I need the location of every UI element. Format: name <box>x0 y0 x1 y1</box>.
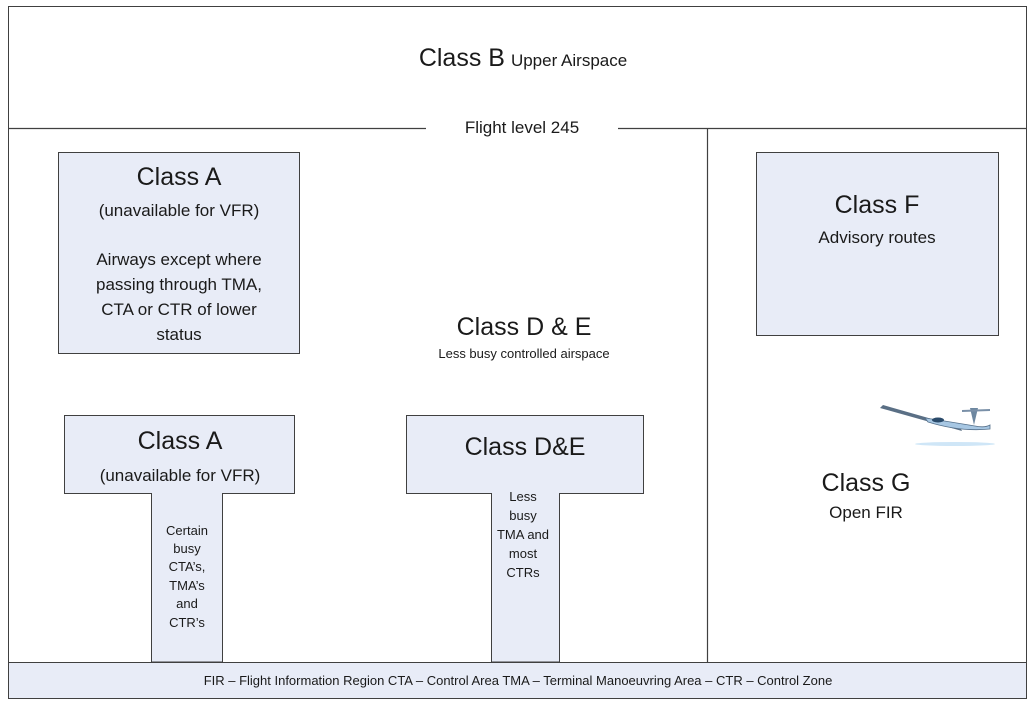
class-a-tma-ctr-desc-6: CTR’s <box>169 615 205 630</box>
class-g-subtitle: Open FIR <box>829 503 903 522</box>
class-g-title: Class G <box>822 469 911 497</box>
class-a-airways-shape <box>58 152 300 354</box>
class-a-tma-ctr-desc-4: TMA’s <box>169 578 205 593</box>
class-de-tma-ctr-title: Class D&E <box>465 433 586 461</box>
class-de-tma-ctr-desc-3: TMA and <box>497 527 549 542</box>
class-a-tma-ctr-title: Class A <box>138 427 223 455</box>
footer-legend-text: FIR – Flight Information Region CTA – Co… <box>204 673 833 688</box>
footer-legend-bar <box>8 662 1027 699</box>
class-a-airways-subtitle: (unavailable for VFR) <box>99 201 260 220</box>
class-a-airways-desc-2: passing through TMA, <box>96 275 262 294</box>
class-de-title: Class D & E <box>457 313 592 341</box>
class-de-tma-ctr-desc-1: Less <box>509 489 537 504</box>
class-de-tma-ctr-shape: Class D&E Less busy TMA and most CTRs <box>406 415 644 663</box>
class-a-tma-ctr-desc-5: and <box>176 596 198 611</box>
class-b-subtitle: Upper Airspace <box>511 51 627 70</box>
class-f-box: Class F Advisory routes <box>756 152 999 336</box>
glider-icon <box>880 405 995 446</box>
footer-legend: FIR – Flight Information Region CTA – Co… <box>8 662 1027 699</box>
class-f-title: Class F <box>835 191 920 219</box>
class-f-subtitle: Advisory routes <box>818 228 935 247</box>
class-a-airways-box: Class A (unavailable for VFR) Airways ex… <box>58 152 300 354</box>
class-de-tma-ctr-desc-5: CTRs <box>506 565 540 580</box>
class-de-controlled-airspace: Class D & E Less busy controlled airspac… <box>438 313 609 361</box>
class-a-tma-ctr-subtitle: (unavailable for VFR) <box>100 466 261 485</box>
class-b-upper-airspace: Class B Upper Airspace <box>419 44 627 72</box>
class-a-airways-desc-4: status <box>156 325 201 344</box>
class-a-tma-ctr-desc-1: Certain <box>166 523 208 538</box>
class-a-airways-desc-1: Airways except where <box>96 250 261 269</box>
class-b-title: Class B <box>419 44 505 72</box>
class-de-tma-ctr-desc-2: busy <box>509 508 537 523</box>
class-de-subtitle: Less busy controlled airspace <box>438 346 609 361</box>
class-a-tma-ctr-desc-3: CTA’s, <box>169 559 206 574</box>
glider-shadow <box>915 442 995 446</box>
class-f-shape <box>756 152 999 336</box>
class-de-tma-ctr-desc-4: most <box>509 546 538 561</box>
class-g-open-fir: Class G Open FIR <box>822 469 911 522</box>
class-a-tma-ctr-desc-2: busy <box>173 541 201 556</box>
class-a-airways-desc-3: CTA or CTR of lower <box>101 300 257 319</box>
flight-level-label: Flight level 245 <box>465 118 579 137</box>
class-a-tma-ctr-shape: Class A (unavailable for VFR) Certain bu… <box>64 415 295 663</box>
class-a-airways-title: Class A <box>137 163 222 191</box>
